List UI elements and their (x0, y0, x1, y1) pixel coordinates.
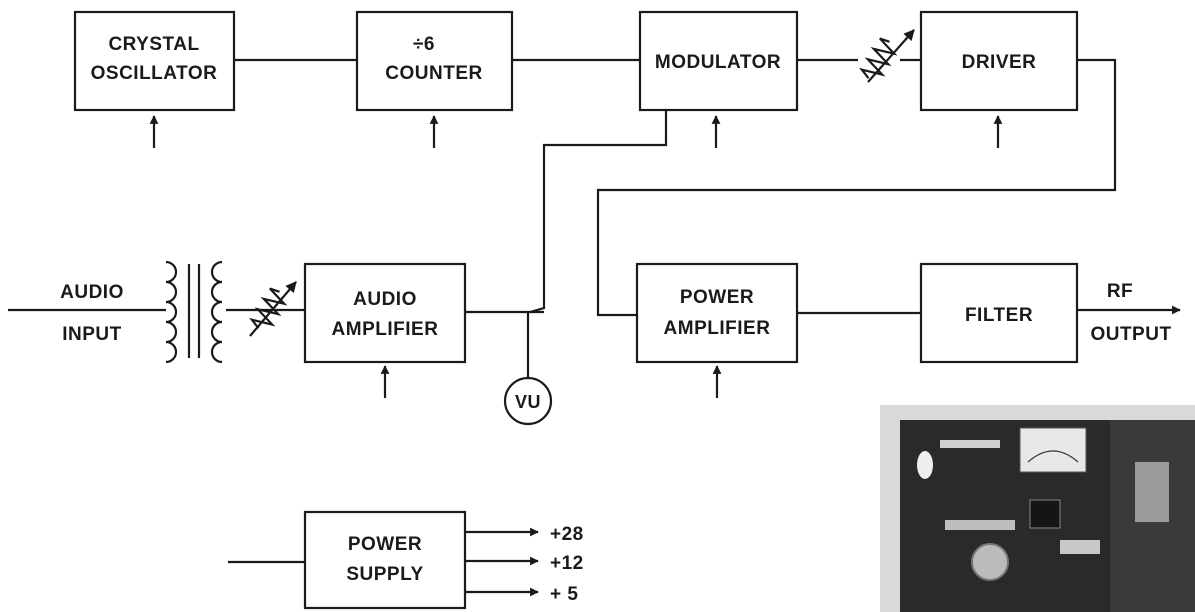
rf-output-label-1: RF (1107, 281, 1133, 302)
power-supply-label-2: SUPPLY (346, 564, 423, 585)
variable-resistor-icon (859, 29, 915, 83)
modulator-label: MODULATOR (655, 52, 781, 73)
audio-input-label-2: INPUT (62, 324, 122, 345)
power-amplifier-block: POWER AMPLIFIER (635, 262, 799, 364)
counter-block: ÷6 COUNTER (355, 10, 514, 112)
transformer-icon (165, 260, 223, 364)
power-supply-block: POWER SUPPLY (303, 510, 467, 610)
variable-resistor-icon (249, 281, 297, 337)
crystal-oscillator-label-2: OSCILLATOR (91, 63, 218, 84)
filter-label: FILTER (965, 305, 1033, 326)
power-supply-label-1: POWER (348, 534, 422, 555)
signal-wires (8, 58, 1117, 564)
crystal-oscillator-block: CRYSTAL OSCILLATOR (73, 10, 236, 112)
audio-input-label-1: AUDIO (60, 282, 124, 303)
counter-label-2: COUNTER (385, 63, 482, 84)
counter-label-1: ÷6 (413, 34, 435, 55)
driver-label: DRIVER (962, 52, 1037, 73)
driver-block: DRIVER (919, 10, 1079, 112)
power-feed-arrows (149, 115, 1003, 398)
vu-meter-label: VU (515, 392, 541, 412)
circuit-board-photo (880, 405, 1195, 612)
power-amplifier-label-1: POWER (680, 287, 754, 308)
audio-amplifier-block: AUDIO AMPLIFIER (303, 262, 467, 364)
crystal-oscillator-label-1: CRYSTAL (108, 34, 199, 55)
modulator-block: MODULATOR (638, 10, 799, 112)
power-amplifier-label-2: AMPLIFIER (664, 318, 771, 339)
vu-meter: VU (503, 376, 553, 426)
rf-output-label-2: OUTPUT (1090, 324, 1171, 345)
audio-amplifier-label-2: AMPLIFIER (332, 319, 439, 340)
supply-output-label: +12 (550, 553, 584, 574)
supply-output-label: + 5 (550, 584, 578, 605)
supply-outputs: +28 +12 + 5 (465, 524, 584, 605)
filter-block: FILTER (919, 262, 1079, 364)
supply-output-label: +28 (550, 524, 584, 545)
audio-amplifier-label-1: AUDIO (353, 289, 417, 310)
